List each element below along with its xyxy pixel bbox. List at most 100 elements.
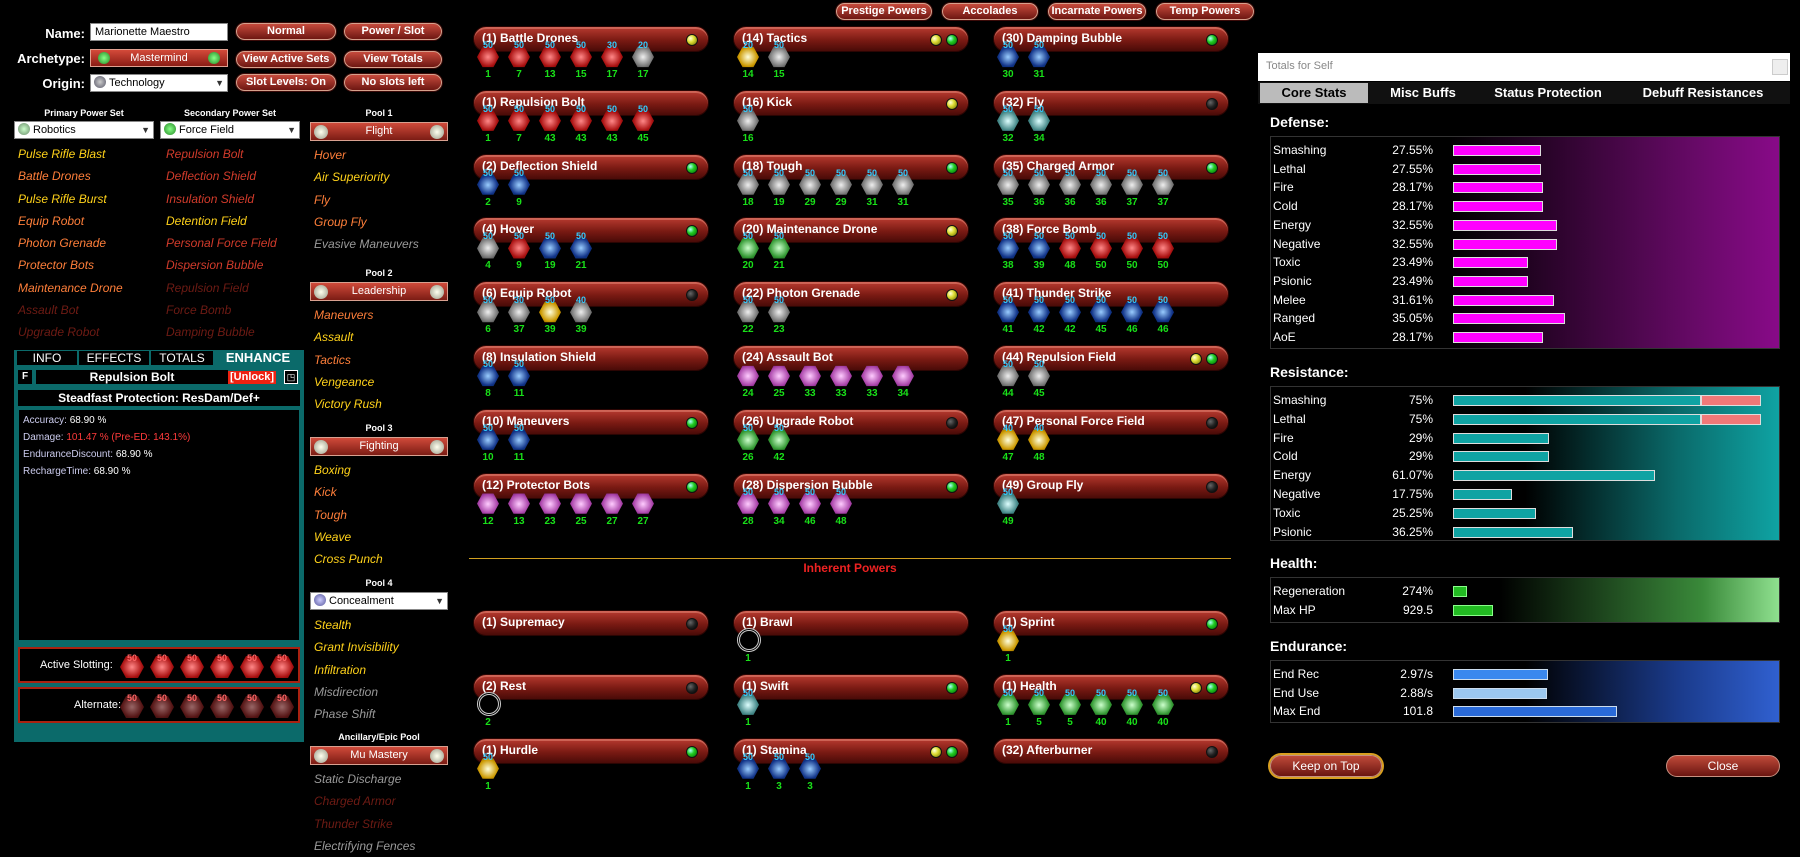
tab-status-protection[interactable]: Status Protection [1494,85,1602,100]
power-toggle-icon[interactable] [686,225,698,238]
enhancement-slot-icon[interactable] [508,110,530,131]
enhancement-slot-icon[interactable] [632,46,654,68]
secondary-power-item[interactable]: Repulsion Bolt [166,147,244,161]
enhancement-slot-icon[interactable] [799,174,821,195]
power-toggle-icon[interactable] [1206,618,1218,630]
pool-power-item[interactable]: Assault [314,330,354,345]
enhancement-slot-icon[interactable] [737,694,759,715]
secondary-set-select[interactable]: Force Field▼ [160,121,300,139]
enhancement-slot-icon[interactable] [240,695,264,719]
pool-power-item[interactable]: Boxing [314,463,351,477]
enhancement-slot-icon[interactable] [830,365,852,387]
incarnate-powers-button[interactable]: Incarnate Powers [1048,3,1146,20]
enhancement-slot-icon[interactable] [799,758,821,779]
pool-power-item[interactable]: Tough [314,507,347,522]
power-toggle-icon[interactable] [686,416,698,429]
enhancement-slot-icon[interactable] [892,174,914,195]
pool-power-item[interactable]: Phase Shift [314,707,376,722]
archetype-select[interactable]: Mastermind [90,49,228,67]
power-toggle-icon[interactable] [1190,353,1202,365]
enhancement-slot-icon[interactable] [1059,238,1081,259]
power-toggle-icon[interactable] [1206,681,1218,694]
power-bar[interactable]: (41) Thunder Strike [993,281,1229,308]
enhancement-slot-icon[interactable] [768,429,790,450]
tab-debuff-resistances[interactable]: Debuff Resistances [1642,85,1764,100]
secondary-power-item[interactable]: Damping Bubble [166,325,255,340]
enhancement-slot-icon[interactable] [737,365,759,387]
pool-power-item[interactable]: Static Discharge [314,772,402,786]
enhancement-slot-icon[interactable] [150,655,174,679]
power-toggle-icon[interactable] [1206,97,1218,110]
enhancement-slot-icon[interactable] [799,365,821,387]
enhancement-slot-icon[interactable] [508,174,530,195]
enhancement-slot-icon[interactable] [997,302,1019,323]
pool-power-item[interactable]: Misdirection [314,684,379,699]
enhancement-slot-icon[interactable] [1028,46,1050,68]
enhancement-slot-icon[interactable] [997,46,1019,68]
power-bar[interactable]: (2) Rest [473,673,709,700]
enhancement-slot-icon[interactable] [737,238,759,259]
enhancement-slot-icon[interactable] [830,174,852,195]
enhancement-slot-icon[interactable] [1059,694,1081,715]
enhancement-slot-icon[interactable] [737,302,759,323]
power-bar[interactable]: (26) Upgrade Robot [733,408,969,435]
tab-enhance[interactable]: ENHANCE [214,350,302,366]
enhancement-slot-icon[interactable] [997,630,1019,652]
slot-levels-button[interactable]: Slot Levels: On [236,74,336,91]
primary-power-item[interactable]: Pulse Rifle Blast [18,147,106,161]
power-slot-button[interactable]: Power / Slot [344,23,442,40]
pool-power-item[interactable]: Vengeance [314,374,375,389]
enhancement-slot-icon[interactable] [997,238,1019,259]
enhancement-slot-icon[interactable] [539,493,561,514]
close-button[interactable]: Close [1666,755,1780,777]
power-toggle-icon[interactable] [686,161,698,174]
enhancement-slot-icon[interactable] [1152,694,1174,715]
power-bar[interactable]: (1) Supremacy [473,610,709,636]
power-toggle-icon[interactable] [686,34,698,46]
enhancement-slot-icon[interactable] [210,655,234,679]
power-toggle-icon[interactable] [946,681,958,694]
enhancement-slot-icon[interactable] [1090,238,1112,259]
secondary-power-item[interactable]: Deflection Shield [166,169,257,184]
enhancement-slot-icon[interactable] [570,46,592,68]
enhancement-slot-icon[interactable] [1152,238,1174,259]
power-toggle-icon[interactable] [1206,480,1218,493]
power-toggle-icon[interactable] [946,161,958,174]
enhancement-slot-icon[interactable] [508,493,530,514]
enhancement-slot-icon[interactable] [1028,365,1050,387]
enhancement-slot-icon[interactable] [1121,174,1143,195]
power-bar[interactable]: (49) Group Fly [993,472,1229,499]
enhancement-slot-icon[interactable] [508,302,530,323]
power-toggle-icon[interactable] [1206,161,1218,174]
secondary-power-item[interactable]: Dispersion Bubble [166,258,264,273]
enhancement-slot-icon[interactable] [861,174,883,195]
pool-select[interactable]: Leadership [310,282,448,301]
primary-power-item[interactable]: Battle Drones [18,169,91,184]
power-bar[interactable]: (16) Kick [733,89,969,116]
enhancement-slot-icon[interactable] [1028,110,1050,131]
pool-power-item[interactable]: Kick [314,485,337,500]
power-bar[interactable]: (30) Damping Bubble [993,26,1229,52]
pool-power-item[interactable]: Weave [314,529,352,544]
enhancement-slot-icon[interactable] [210,695,234,719]
keep-on-top-button[interactable]: Keep on Top [1270,755,1382,777]
pool-select[interactable]: Concealment▼ [310,592,448,610]
enhancement-slot-icon[interactable] [477,758,499,779]
power-toggle-icon[interactable] [946,480,958,493]
enhancement-slot-icon[interactable] [508,46,530,68]
view-active-sets-button[interactable]: View Active Sets [236,51,336,68]
primary-power-item[interactable]: Assault Bot [18,303,79,318]
secondary-power-item[interactable]: Force Bomb [166,303,232,318]
enhancement-slot-icon[interactable] [1121,238,1143,259]
power-bar[interactable]: (20) Maintenance Drone [733,217,969,244]
enhancement-slot-icon[interactable] [508,238,530,259]
power-bar[interactable]: (1) Health [993,673,1229,700]
pool-power-item[interactable]: Evasive Maneuvers [314,237,419,252]
power-toggle-icon[interactable] [946,289,958,302]
enhancement-slot-icon[interactable] [997,365,1019,387]
power-bar[interactable]: (14) Tactics [733,26,969,52]
enhancement-slot-icon[interactable] [1090,694,1112,715]
unlock-button[interactable]: [Unlock] [228,371,276,384]
enhancement-slot-icon[interactable] [768,365,790,387]
enhancement-slot-icon[interactable] [1121,694,1143,715]
